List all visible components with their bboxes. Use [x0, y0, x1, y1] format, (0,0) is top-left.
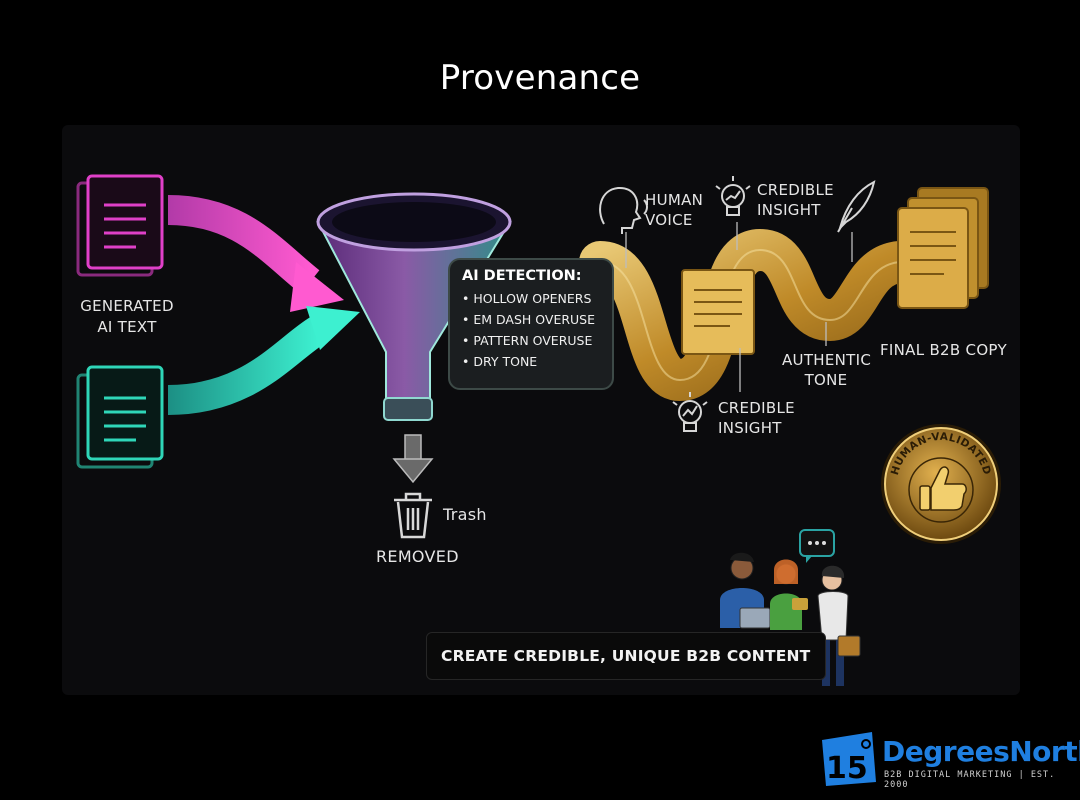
removed-label: REMOVED — [376, 547, 459, 566]
label-line: CREDIBLE — [718, 399, 795, 417]
trash-icon — [394, 492, 432, 539]
magenta-flow-arrow — [167, 195, 344, 312]
label-line: CREDIBLE — [757, 181, 834, 199]
label-line: VOICE — [645, 211, 693, 229]
ribbon-document — [681, 269, 755, 355]
lightbulb-icon-bottom — [672, 392, 708, 432]
label-line: AUTHENTIC — [782, 351, 872, 369]
cta-text: CREATE CREDIBLE, UNIQUE B2B CONTENT — [441, 647, 811, 665]
detection-item: DRY TONE — [462, 351, 604, 372]
ai-text-document-icon-teal — [76, 365, 164, 469]
lightbulb-icon-top — [715, 176, 751, 216]
gold-ribbon-flow — [579, 228, 921, 402]
chat-bubble-icon — [799, 529, 835, 563]
label-line: AI TEXT — [97, 318, 157, 336]
logo-wordmark: DegreesNorth — [882, 735, 1080, 768]
label-line: GENERATED — [80, 297, 174, 315]
generated-ai-text-label: GENERATED AI TEXT — [68, 296, 186, 338]
label-line: TONE — [804, 371, 848, 389]
down-arrow-icon — [392, 434, 434, 484]
credible-insight-label-bottom: CREDIBLE INSIGHT — [718, 398, 795, 438]
cta-banner: CREATE CREDIBLE, UNIQUE B2B CONTENT — [426, 632, 826, 680]
ai-detection-heading: AI DETECTION: — [462, 268, 582, 284]
logo-tagline: B2B DIGITAL MARKETING | EST. 2000 — [884, 770, 1056, 790]
page-title: Provenance — [439, 58, 641, 98]
thumbs-up-icon — [919, 466, 967, 511]
detection-item: PATTERN OVERUSE — [462, 330, 604, 351]
final-b2b-copy-label: FINAL B2B COPY — [880, 341, 1007, 359]
ai-detection-callout: AI DETECTION: HOLLOW OPENERS EM DASH OVE… — [448, 258, 614, 390]
quill-pen-icon — [837, 180, 876, 233]
label-line: INSIGHT — [718, 419, 782, 437]
human-validated-badge: HUMAN-VALIDATED — [881, 424, 1001, 544]
logo-number: 15 — [826, 751, 868, 786]
human-voice-label: HUMAN VOICE — [645, 190, 703, 230]
label-line: INSIGHT — [757, 201, 821, 219]
team-illustration — [720, 529, 861, 686]
trash-label: Trash — [443, 505, 487, 524]
authentic-tone-label: AUTHENTIC TONE — [782, 350, 872, 390]
label-connector-lines — [625, 222, 853, 392]
ai-text-document-icon-magenta — [76, 174, 164, 277]
final-document-stack-icon — [897, 187, 989, 309]
detection-item: HOLLOW OPENERS — [462, 288, 604, 309]
label-line: HUMAN — [645, 191, 704, 209]
teal-flow-arrow — [167, 306, 360, 415]
human-voice-icon — [599, 186, 648, 234]
credible-insight-label-top: CREDIBLE INSIGHT — [757, 180, 834, 220]
degreesnorth-logo-mark: 15 — [822, 732, 876, 786]
detection-item: EM DASH OVERUSE — [462, 309, 604, 330]
